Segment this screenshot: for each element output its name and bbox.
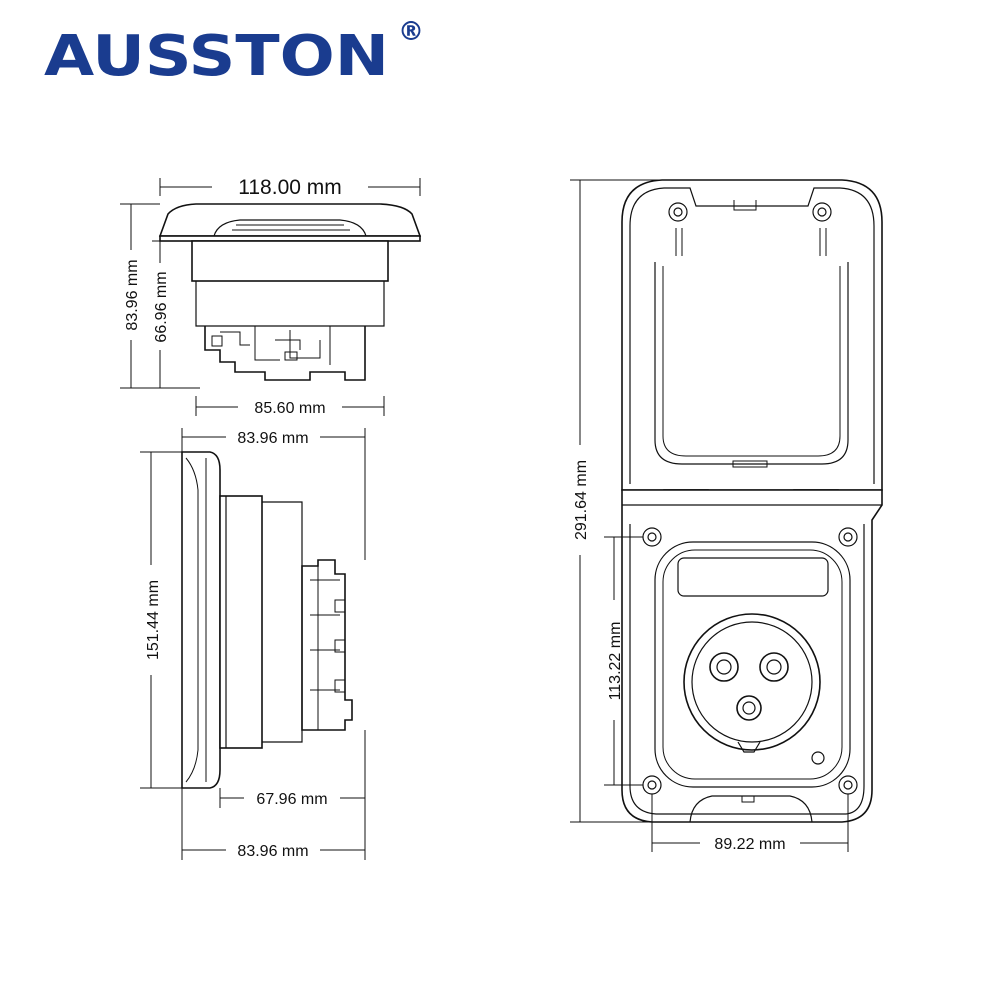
brand-name: AUSSTON (44, 24, 389, 89)
front-mount-height-label: 113.22 mm (607, 622, 624, 701)
top-body-width-label: 85.60 mm (254, 400, 325, 417)
registered-mark: ® (398, 17, 424, 47)
brand-logo: AUSSTON ® (44, 17, 424, 89)
side-body-depth-label: 67.96 mm (256, 791, 327, 808)
side-top-width-dimension: 83.96 mm (181, 428, 366, 560)
side-view-drawing (181, 451, 353, 789)
top-body-height-label: 66.96 mm (153, 271, 170, 342)
top-body-height-dimension: 66.96 mm (152, 240, 192, 388)
side-bottom-width-label: 83.96 mm (237, 843, 308, 860)
side-height-dimension: 151.44 mm (140, 451, 182, 789)
side-top-width-label: 83.96 mm (237, 430, 308, 447)
top-width-label: 118.00 mm (238, 176, 342, 199)
side-body-depth-dimension: 67.96 mm (219, 730, 366, 808)
front-mount-width-dimension: 89.22 mm (651, 794, 849, 853)
front-total-height-dimension: 291.64 mm (570, 179, 662, 823)
side-bottom-width-dimension: 83.96 mm (181, 788, 366, 860)
front-view-drawing (621, 179, 883, 823)
front-mount-width-label: 89.22 mm (714, 836, 785, 853)
top-view-drawing (158, 203, 422, 381)
top-width-dimension: 118.00 mm (159, 176, 421, 199)
side-height-label: 151.44 mm (145, 580, 162, 660)
top-total-height-label: 83.96 mm (124, 259, 141, 330)
top-body-width-dimension: 85.60 mm (195, 396, 385, 417)
front-total-height-label: 291.64 mm (573, 460, 590, 540)
front-mount-height-dimension: 113.22 mm (604, 536, 643, 786)
